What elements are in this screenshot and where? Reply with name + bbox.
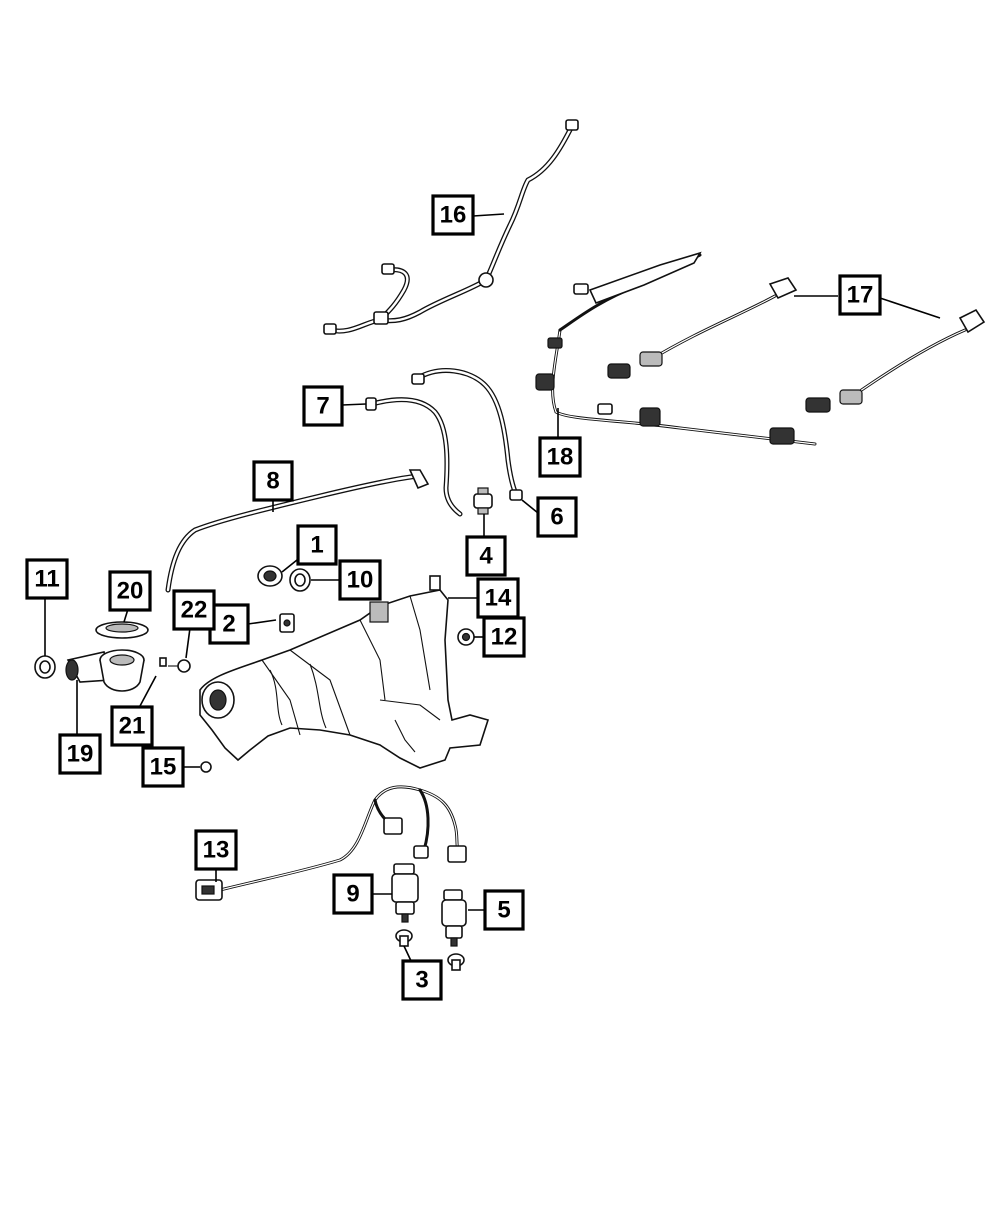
part-17-washer-hose-assembly — [607, 277, 986, 413]
part-8-washer-hose — [165, 469, 430, 593]
callout-13-label: 13 — [203, 837, 230, 864]
callout-19: 19 — [58, 733, 102, 775]
callout-17: 17 — [838, 274, 882, 316]
part-2-nut — [279, 613, 295, 633]
part-20-filler-cap — [95, 621, 149, 639]
callout-5: 5 — [483, 889, 525, 931]
callout-15: 15 — [141, 746, 185, 788]
callout-16: 16 — [431, 194, 475, 236]
callout-22: 22 — [172, 589, 216, 631]
callout-1: 1 — [296, 524, 338, 566]
callout-18-label: 18 — [547, 444, 574, 471]
callout-2: 2 — [208, 603, 250, 645]
part-21-filler-adapter — [99, 649, 145, 692]
part-7-washer-hose — [365, 397, 463, 517]
callout-10-label: 10 — [347, 567, 374, 594]
callout-9-label: 9 — [346, 881, 359, 908]
callout-16-label: 16 — [440, 202, 467, 229]
leader-lines — [44, 213, 941, 964]
callout-10: 10 — [338, 559, 382, 601]
part-6-washer-hose — [411, 368, 523, 501]
part-11-seal — [34, 655, 56, 679]
callout-4: 4 — [465, 535, 507, 577]
callout-13: 13 — [194, 829, 238, 871]
callout-6: 6 — [536, 496, 578, 538]
callout-9: 9 — [332, 873, 374, 915]
callout-14: 14 — [476, 577, 520, 619]
part-14-washer-reservoir — [199, 575, 490, 769]
part-5-washer-pump — [441, 889, 467, 947]
part-4-check-valve — [473, 487, 493, 515]
part-16-washer-hose — [323, 119, 579, 335]
part-3-pump-grommets — [395, 929, 465, 971]
callout-3: 3 — [401, 959, 443, 1001]
callout-7-label: 7 — [316, 393, 329, 420]
callout-8-label: 8 — [266, 468, 279, 495]
part-13-wiring-harness — [195, 785, 467, 901]
callout-12-label: 12 — [491, 624, 518, 651]
callout-3-label: 3 — [415, 967, 428, 994]
callout-6-label: 6 — [550, 504, 563, 531]
callout-22-label: 22 — [181, 597, 208, 624]
callout-19-label: 19 — [67, 741, 94, 768]
callout-5-label: 5 — [497, 897, 510, 924]
callout-14-label: 14 — [485, 585, 512, 612]
callout-21: 21 — [110, 705, 154, 747]
callout-20-label: 20 — [117, 578, 144, 605]
part-22-fastener — [159, 657, 191, 673]
callout-17-label: 17 — [847, 282, 874, 309]
part-12-grommet — [457, 628, 475, 646]
callout-11-label: 11 — [34, 566, 59, 593]
part-15-push-pin — [190, 761, 212, 773]
callout-12: 12 — [482, 616, 526, 658]
part-9-washer-pump — [391, 863, 419, 923]
part-10-seal — [289, 568, 311, 592]
callout-7: 7 — [302, 385, 344, 427]
callout-20: 20 — [108, 570, 152, 612]
callout-8: 8 — [252, 460, 294, 502]
callout-21-label: 21 — [119, 713, 146, 740]
callout-4-label: 4 — [479, 543, 493, 570]
callout-11: 11 — [25, 558, 69, 600]
callout-15-label: 15 — [150, 754, 177, 781]
part-18-washer-hose-harness — [535, 251, 817, 446]
callout-2-label: 2 — [222, 611, 235, 638]
callout-1-label: 1 — [310, 532, 323, 559]
callout-18: 18 — [538, 436, 582, 478]
part-1-grommet — [257, 565, 283, 587]
